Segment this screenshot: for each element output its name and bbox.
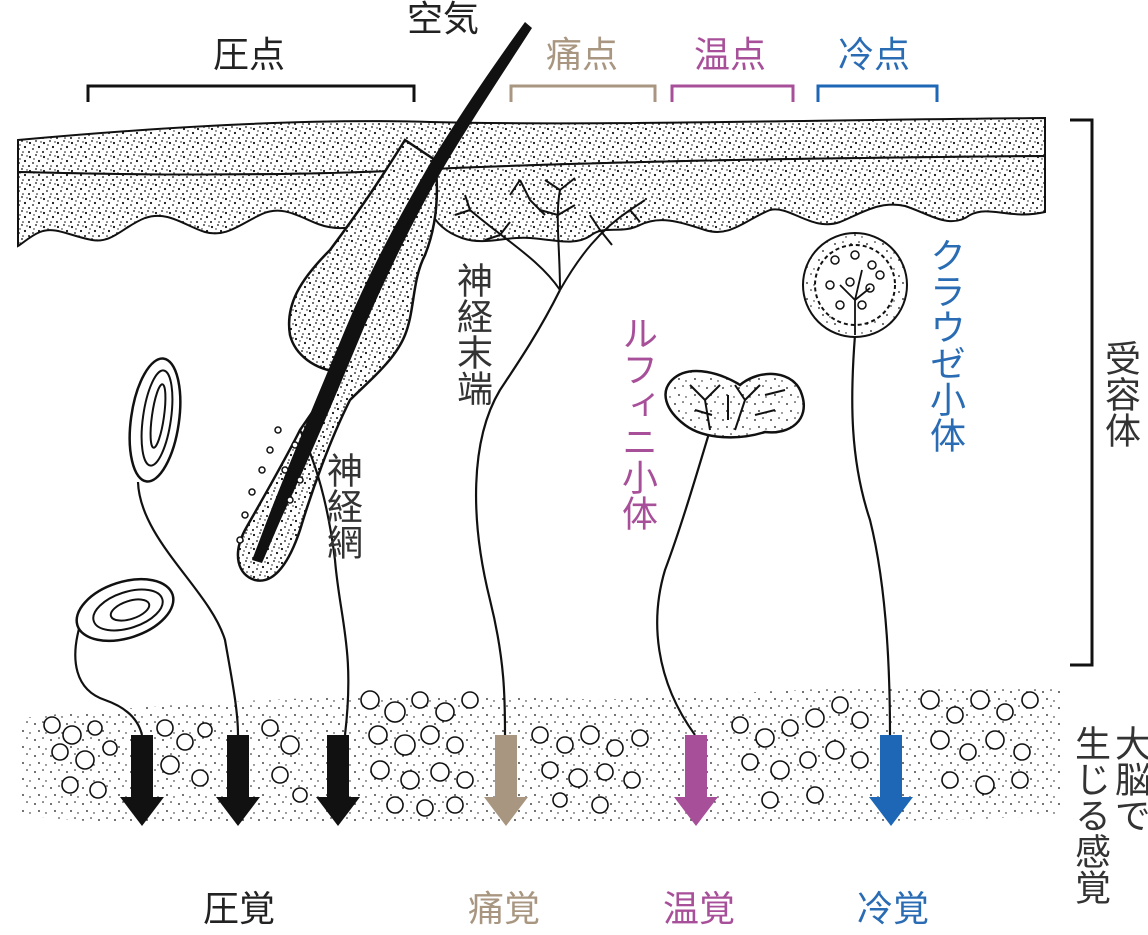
free-nerve-endings-label: 神経末端 <box>452 262 490 406</box>
ruffini-corpuscle <box>666 371 804 437</box>
krause-label: クラウゼ小体 <box>925 237 963 453</box>
lamellar-corpuscle <box>69 568 181 652</box>
air-label: 空気 <box>407 2 479 38</box>
pain-sense-label: 痛覚 <box>468 892 540 928</box>
pressure-sense-label: 圧覚 <box>203 892 275 928</box>
cold-sense-label: 冷覚 <box>857 892 929 928</box>
receptor-bracket <box>1070 120 1092 665</box>
epidermis <box>18 118 1045 246</box>
pressure-point-label: 圧点 <box>213 38 285 74</box>
tactile-corpuscle <box>123 355 188 484</box>
warm-sense-label: 温覚 <box>663 892 735 928</box>
pain-point-label: 痛点 <box>546 38 618 74</box>
brain-sensation-line1: 大脳で <box>1110 725 1148 833</box>
warm-point-label: 温点 <box>694 38 766 74</box>
receptors-label: 受容体 <box>1100 340 1138 448</box>
nerve-net-label: 神経網 <box>322 452 360 560</box>
krause-bulb <box>803 233 907 337</box>
ruffini-label: ルフィニ小体 <box>617 315 655 531</box>
cold-point-label: 冷点 <box>838 38 910 74</box>
brain-sensation-line2: 生じる感覚 <box>1070 725 1108 905</box>
